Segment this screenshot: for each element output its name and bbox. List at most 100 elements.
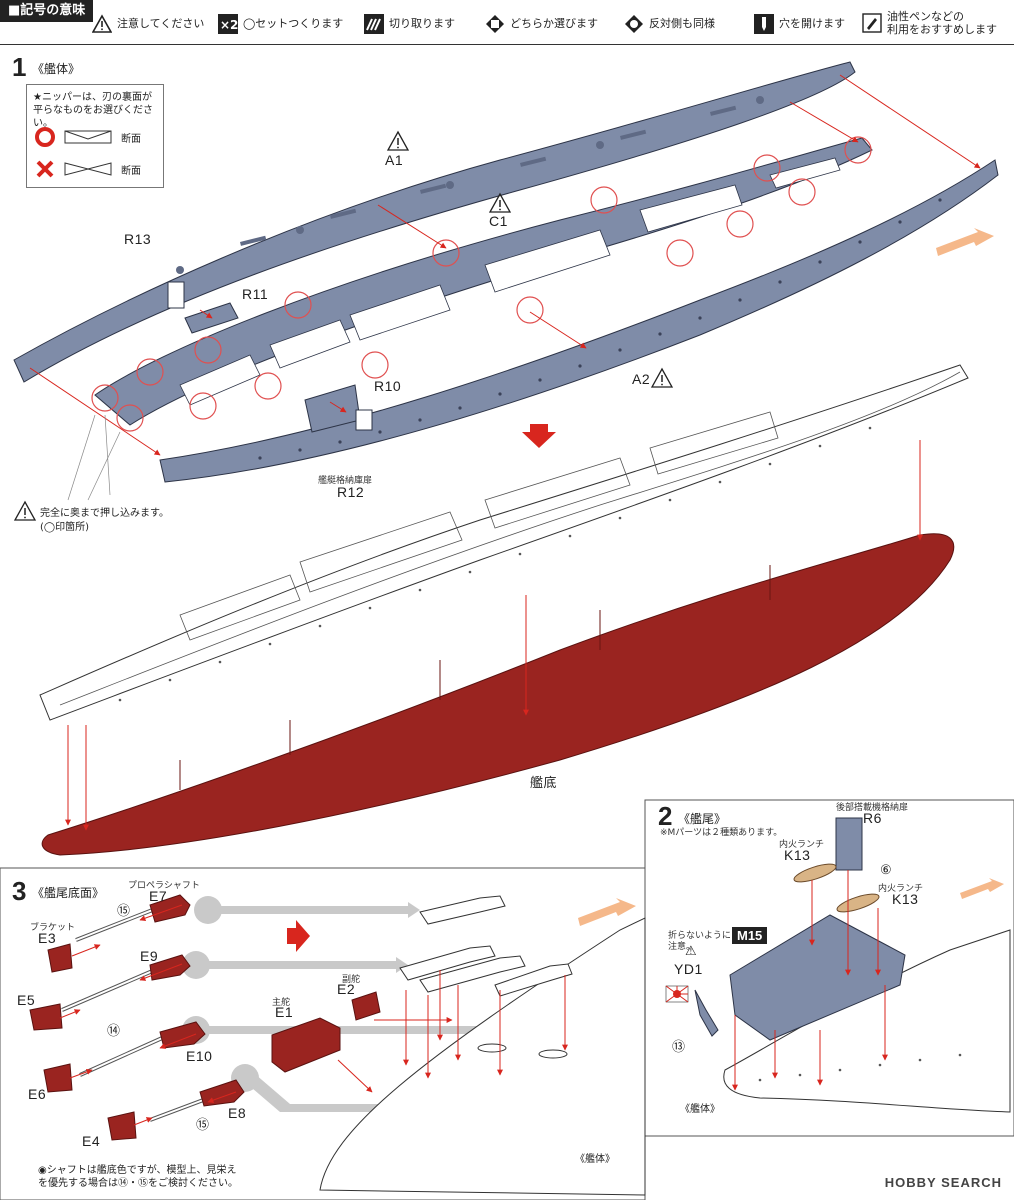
label-count-15b: ⑮ [196,1117,210,1132]
part-a1 [13,61,856,383]
nipper-tip-text: ★ニッパーは、刃の裏面が平らなものをお選びください。 [33,92,153,129]
label-r6-sub: 後部搭載機格納扉 [836,803,909,813]
press-note-2: (◯印箇所) [40,522,89,533]
step1-number: 1 [12,52,27,82]
direction-arrow-3 [578,898,636,926]
step1-title: 《艦体》 [32,62,81,76]
nipper-bad-row: 断面 [35,157,161,181]
label-rudder-main-sub: 主舵 [272,998,291,1008]
down-arrow [522,424,556,448]
label-k13-right: K13 [892,891,919,907]
step3-title: 《艦尾底面》 [32,886,105,900]
oil-pen-icon [862,13,882,33]
label-e5: E5 [17,992,36,1008]
nipper-good-row: 断面 [35,125,161,149]
svg-text:×2: ×2 [220,18,238,32]
legend-cut: 切り取ります [364,12,455,36]
label-e7: E7 [149,888,168,904]
caution-icon-a2 [650,367,674,388]
caution-icon-a1 [386,130,410,151]
step2-hull-label: 《艦体》 [680,1104,720,1115]
label-r12-sub: 艦艇格納庫扉 [318,476,373,486]
label-e3: E3 [38,930,57,946]
label-count-15a: ⑮ [117,903,131,918]
label-r11: R11 [242,286,269,302]
label-k13-left-sub: 内火ランチ [779,840,825,850]
label-c1: C1 [489,213,508,229]
yd1-caution-icon: ⚠ [685,943,698,958]
assembled-hull [39,364,969,721]
label-shaft-sub: プロペラシャフト [128,881,200,891]
label-bracket-sub: ブラケット [30,923,76,933]
shaft-note-1: ◉シャフトは艦底色ですが、模型上、見栄え [38,1165,237,1176]
label-k13-left: K13 [784,847,811,863]
part-yd1-flag [665,985,719,1037]
legend-oil-pen: 油性ペンなどの利用をおすすめします [862,10,997,36]
step3-hull [319,917,646,1196]
step2-title: 《艦尾》 [678,812,727,826]
label-e10: E10 [186,1048,213,1064]
label-r6: R6 [863,810,882,826]
label-count-13: ⑬ [672,1039,686,1054]
legend-title: ■記号の意味 [0,0,94,22]
shaft-note-2: を優先する場合は⑭・⑮をご検討ください。 [38,1178,238,1189]
legend-drill: 穴を開けます [754,12,845,36]
label-r13: R13 [124,231,152,247]
hull-bottom [41,533,955,856]
part-k13-left [793,863,837,883]
direction-arrow-1 [936,228,994,256]
label-e2: E2 [337,981,356,997]
part-r6 [835,817,863,871]
legend-caution: 注意してください [92,12,204,36]
step3-hull-label: 《艦体》 [575,1154,615,1165]
label-e4: E4 [82,1133,101,1149]
step2-number: 2 [658,801,673,831]
shafts [61,898,231,1122]
nipper-tip-box: ★ニッパーは、刃の裏面が平らなものをお選びください。 断面 断面 [26,84,164,188]
part-r13 [167,281,185,309]
label-e1: E1 [275,1004,294,1020]
label-e9: E9 [140,948,159,964]
legend-bar: ■記号の意味 注意してください ×2 ◯セットつくります 切り取ります どちらか… [0,0,1014,45]
step2-note: ※Mパーツは２種類あります。 [660,828,783,838]
label-a2: A2 [632,371,651,387]
press-note-1: 完全に奥まで押し込みます。 [40,508,169,519]
legend-either: どちらか選びます [485,12,598,36]
part-e1-rudder [271,1017,341,1073]
brackets [29,894,245,1141]
yd1-note-2: 注意。 [668,942,696,952]
same-both-sides-icon [625,15,643,33]
label-e8: E8 [228,1105,247,1121]
yd1-note-1: 折らないように [668,931,731,941]
label-hull-bottom: 艦底 [530,775,558,790]
label-count-6: ⑥ [880,862,893,877]
bad-cross-icon [36,160,112,178]
caution-icon-press [13,500,37,521]
label-yd1: YD1 [674,961,703,977]
times-two-icon: ×2 [218,14,238,34]
caution-icon-c1 [488,192,512,213]
label-k13-right-sub: 内火ランチ [878,884,924,894]
part-a2 [159,159,999,483]
direction-arrow-2 [960,878,1004,899]
label-rudder-sub-sub: 副舵 [342,975,361,985]
caution-icon [92,14,112,33]
part-k13-right [836,893,880,913]
label-m15: M15 [732,927,768,944]
legend-times-two: ×2 ◯セットつくります [218,12,343,36]
step3-number: 3 [12,876,27,906]
label-count-14: ⑭ [107,1023,121,1038]
cut-icon [364,14,384,34]
label-a1: A1 [385,152,404,168]
good-circle-icon [35,127,112,147]
part-e2-rudder [351,991,381,1021]
drill-hole-icon [754,14,774,34]
either-choose-icon [486,15,504,33]
watermark: HOBBY SEARCH [884,1175,1002,1190]
legend-same-both: 反対側も同様 [624,12,715,36]
part-r10 [355,409,373,431]
label-e6: E6 [28,1086,47,1102]
shaft-parts-outline [399,895,573,1059]
label-r10: R10 [374,378,402,394]
